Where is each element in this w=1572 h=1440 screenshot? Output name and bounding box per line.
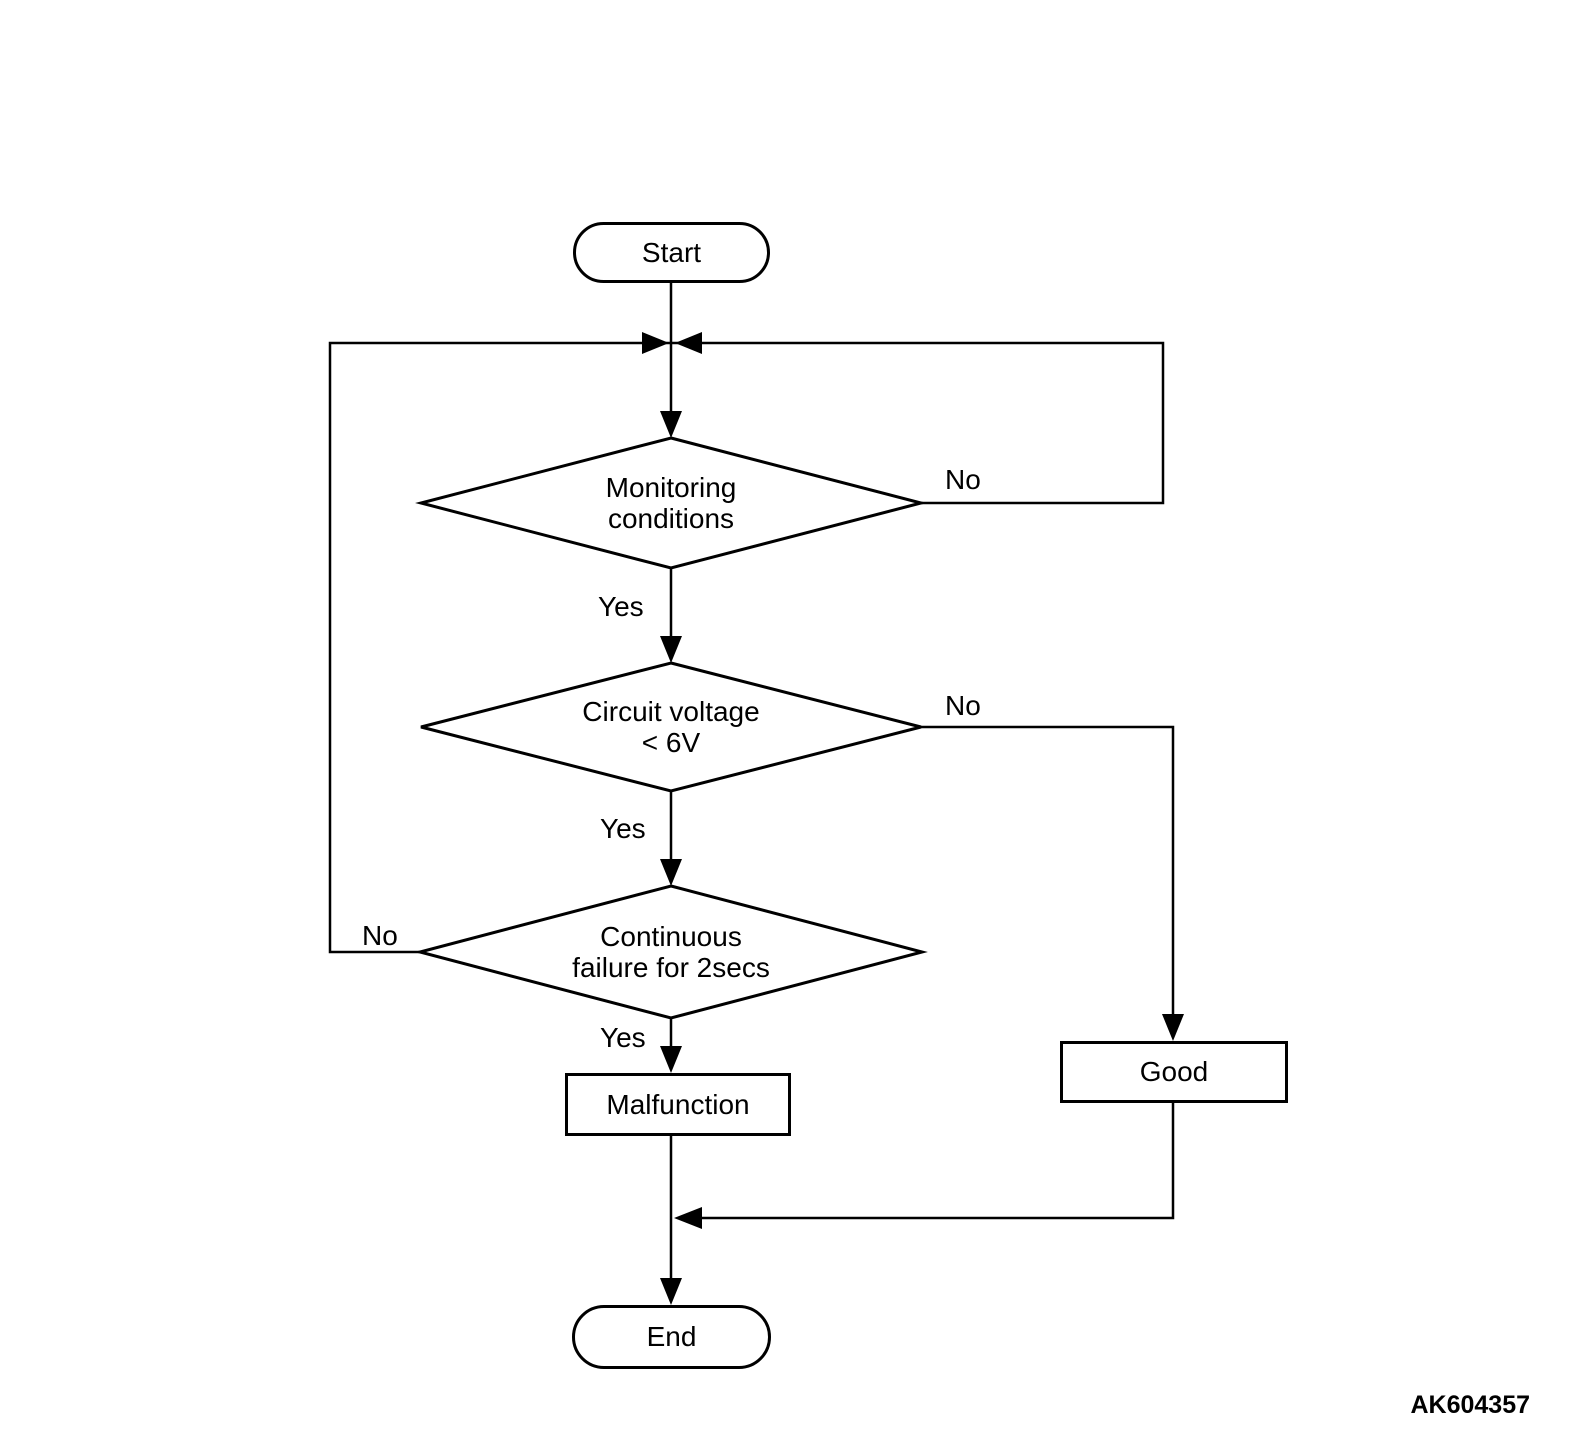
connector-good-to-merge (701, 1102, 1175, 1220)
edge-label-voltage-no: No (945, 690, 981, 721)
decision-continuous-shape (414, 884, 928, 1020)
arrowhead-into-continuous (660, 859, 682, 886)
decision-monitoring-line2: conditions (607, 503, 735, 534)
edge-label-monitoring-yes: Yes (598, 591, 644, 622)
edge-label-monitoring-no: No (945, 464, 981, 495)
decision-voltage-line1: Circuit voltage (582, 696, 760, 727)
arrowhead-into-malfunction (660, 1046, 682, 1073)
arrowhead-into-voltage (660, 636, 682, 663)
decision-voltage-label: Circuit voltage < 6V (496, 692, 846, 762)
end-node: End (572, 1305, 771, 1369)
good-label: Good (1139, 1056, 1209, 1087)
end-label: End (646, 1321, 697, 1352)
decision-continuous-line1: Continuous (600, 921, 742, 952)
arrowhead-into-monitoring (660, 411, 682, 438)
good-node: Good (1060, 1041, 1288, 1103)
decision-voltage-line2: < 6V (641, 727, 701, 758)
start-label: Start (641, 236, 702, 268)
figure-code: AK604357 (1410, 1391, 1530, 1419)
edge-label-continuous-yes: Yes (600, 1022, 646, 1053)
connector-loopback-outer (328, 341, 1165, 954)
arrowhead-junction-right (675, 332, 702, 354)
edge-label-continuous-no: No (362, 920, 398, 951)
decision-continuous-label: Continuous failure for 2secs (496, 917, 846, 987)
decision-voltage-shape (420, 661, 922, 793)
decision-monitoring-shape (415, 436, 927, 570)
decision-continuous-line2: failure for 2secs (572, 952, 770, 983)
malfunction-node: Malfunction (565, 1073, 791, 1136)
decision-monitoring-label: Monitoring conditions (496, 468, 846, 538)
decision-monitoring-line1: Monitoring (605, 472, 737, 503)
arrowhead-into-end (660, 1278, 682, 1305)
edge-label-voltage-yes: Yes (600, 813, 646, 844)
arrowhead-junction-left (642, 332, 669, 354)
start-node: Start (573, 222, 770, 283)
arrowhead-into-good (1162, 1014, 1184, 1041)
connector-voltage-no-to-good (921, 725, 1175, 1014)
arrowhead-merge-left (674, 1207, 702, 1229)
malfunction-label: Malfunction (606, 1088, 750, 1120)
